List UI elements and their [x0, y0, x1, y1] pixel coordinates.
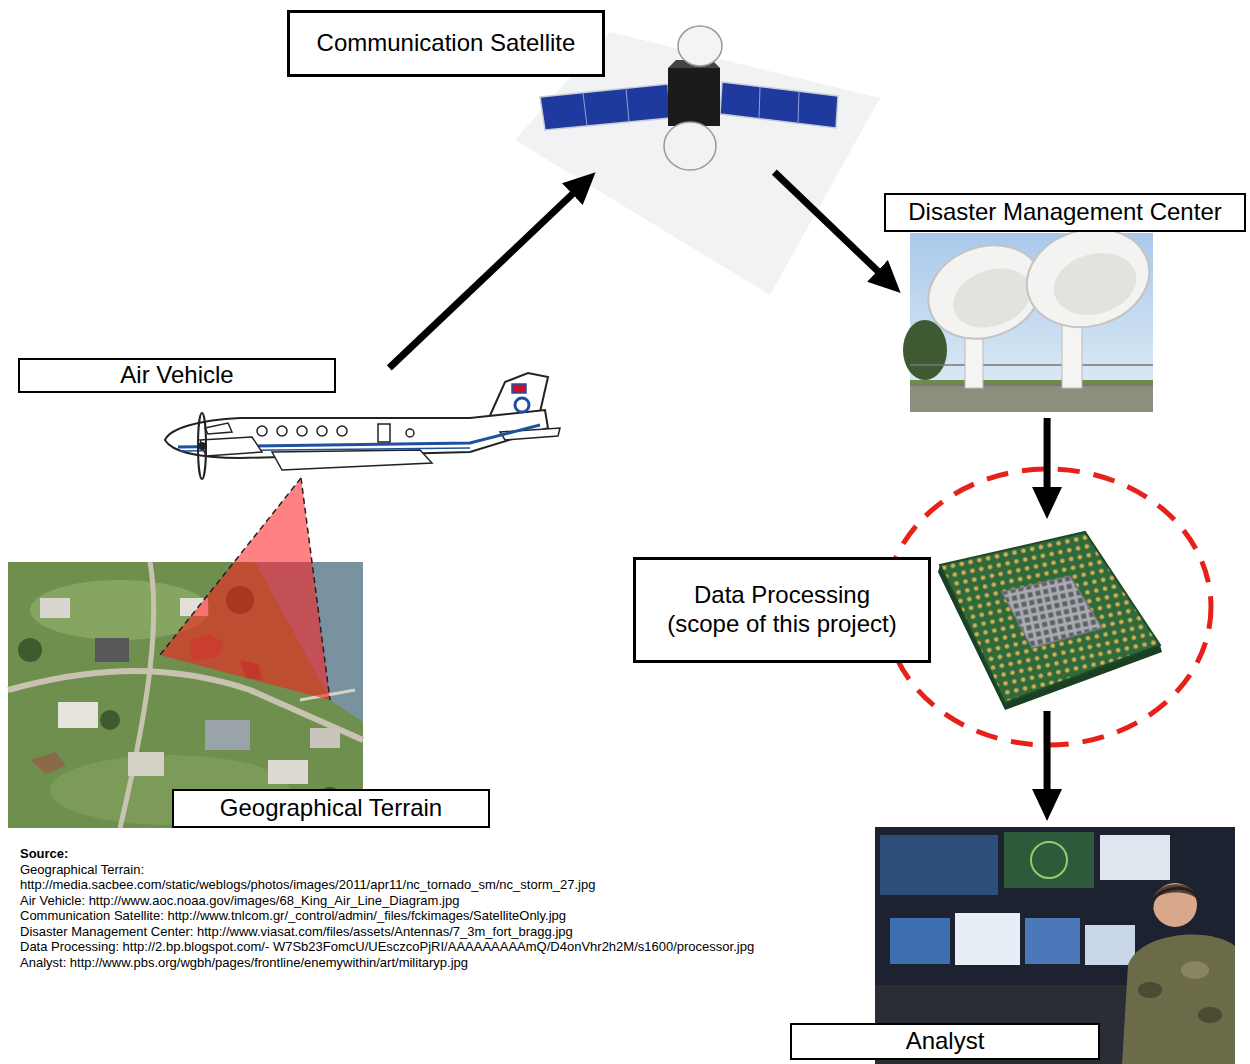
window: [317, 426, 327, 436]
source-note: Source:: [20, 846, 760, 862]
source-note: Geographical Terrain:: [20, 862, 760, 878]
monitor: [955, 913, 1020, 965]
monitor: [890, 918, 950, 964]
fence: [910, 384, 1153, 386]
grass: [910, 380, 1153, 386]
source-note: Disaster Management Center: http://www.v…: [20, 924, 760, 940]
ground: [910, 385, 1153, 412]
sensor-footprint: [160, 478, 330, 700]
flow-arrow: [774, 172, 879, 272]
fence: [910, 364, 1153, 366]
flow-arrow: [389, 193, 574, 368]
diagram-node: Air Vehicle: [150, 372, 560, 488]
solar-panel: [720, 82, 838, 128]
door: [378, 424, 390, 442]
wall-screen: [1004, 832, 1094, 888]
satellite-body: [668, 68, 720, 126]
footprint-edge: [160, 478, 301, 655]
debris: [30, 752, 66, 774]
propeller-hub: [198, 442, 206, 450]
solar-panel: [540, 84, 670, 130]
node-label: Geographical Terrain: [172, 789, 490, 828]
processor-chip: [940, 532, 1160, 703]
house: [40, 598, 70, 618]
flow-arrow: [1044, 418, 1051, 489]
cockpit-window: [205, 423, 232, 434]
road: [120, 562, 154, 828]
source-note: Communication Satellite: http://www.tnlc…: [20, 908, 760, 924]
footprint-triangle: [160, 478, 330, 700]
antenna-dish: [1016, 216, 1161, 341]
footprint-edge: [301, 478, 330, 700]
antenna-photo: [903, 216, 1160, 412]
engine-nacelle: [200, 437, 262, 456]
map-ring: [1031, 842, 1067, 878]
source-note: Air Vehicle: http://www.aoc.noaa.gov/ima…: [20, 893, 760, 909]
tree: [18, 638, 42, 662]
processor-illustration: [938, 532, 1162, 710]
monitor: [1025, 918, 1080, 964]
node-label: Analyst: [790, 1023, 1100, 1060]
source-note: Analyst: http://www.pbs.org/wgbh/pages/f…: [20, 955, 760, 971]
house: [95, 638, 129, 662]
propeller: [198, 413, 206, 479]
house: [128, 752, 164, 776]
wall-screen: [1100, 835, 1170, 880]
logo: [515, 398, 529, 412]
source-note: http://media.sacbee.com/static/weblogs/p…: [20, 877, 760, 893]
antenna-dish: [678, 26, 722, 66]
node-label: Communication Satellite: [287, 10, 605, 77]
wing: [272, 450, 432, 470]
tree: [100, 710, 120, 730]
diagram-node: Geographical Terrain: [8, 562, 363, 828]
source-notes: Source:Geographical Terrain:http://media…: [20, 846, 760, 970]
tree: [903, 320, 947, 380]
flow-arrow: [1044, 711, 1051, 791]
node-label: Air Vehicle: [18, 358, 336, 393]
panel-grid: [583, 93, 587, 126]
house: [268, 760, 308, 784]
panel-grid: [626, 88, 629, 122]
diagram-node: Data Processing (scope of this project): [925, 525, 1170, 705]
node-label: Data Processing (scope of this project): [633, 557, 931, 663]
window: [257, 426, 267, 436]
house: [58, 702, 98, 728]
camo-spot: [1138, 982, 1162, 998]
scope-ellipse: [885, 469, 1211, 745]
diagram-node: Analyst: [875, 827, 1235, 1027]
house: [205, 720, 250, 750]
window: [337, 426, 347, 436]
diagram-node: Disaster Management Center: [905, 233, 1153, 412]
headset: [1152, 888, 1199, 908]
flag: [512, 384, 526, 393]
camo-spot: [1198, 1007, 1222, 1023]
window: [277, 426, 287, 436]
analyst-body: [1122, 935, 1235, 1064]
panel-grid: [759, 87, 760, 119]
panel-grid: [798, 91, 799, 124]
dish-shade: [1047, 244, 1144, 324]
camo-spot: [1181, 961, 1209, 979]
monitor: [1085, 925, 1135, 965]
window: [406, 429, 414, 437]
wall-screen: [880, 835, 998, 895]
chip-core: [1002, 576, 1102, 648]
diagram-node: Communication Satellite: [530, 28, 845, 168]
dish-shade: [945, 258, 1039, 338]
antenna-dish: [664, 122, 716, 170]
house: [310, 728, 340, 748]
window: [297, 426, 307, 436]
source-note: Data Processing: http://2.bp.blogspot.co…: [20, 939, 760, 955]
node-label: Disaster Management Center: [884, 193, 1246, 232]
